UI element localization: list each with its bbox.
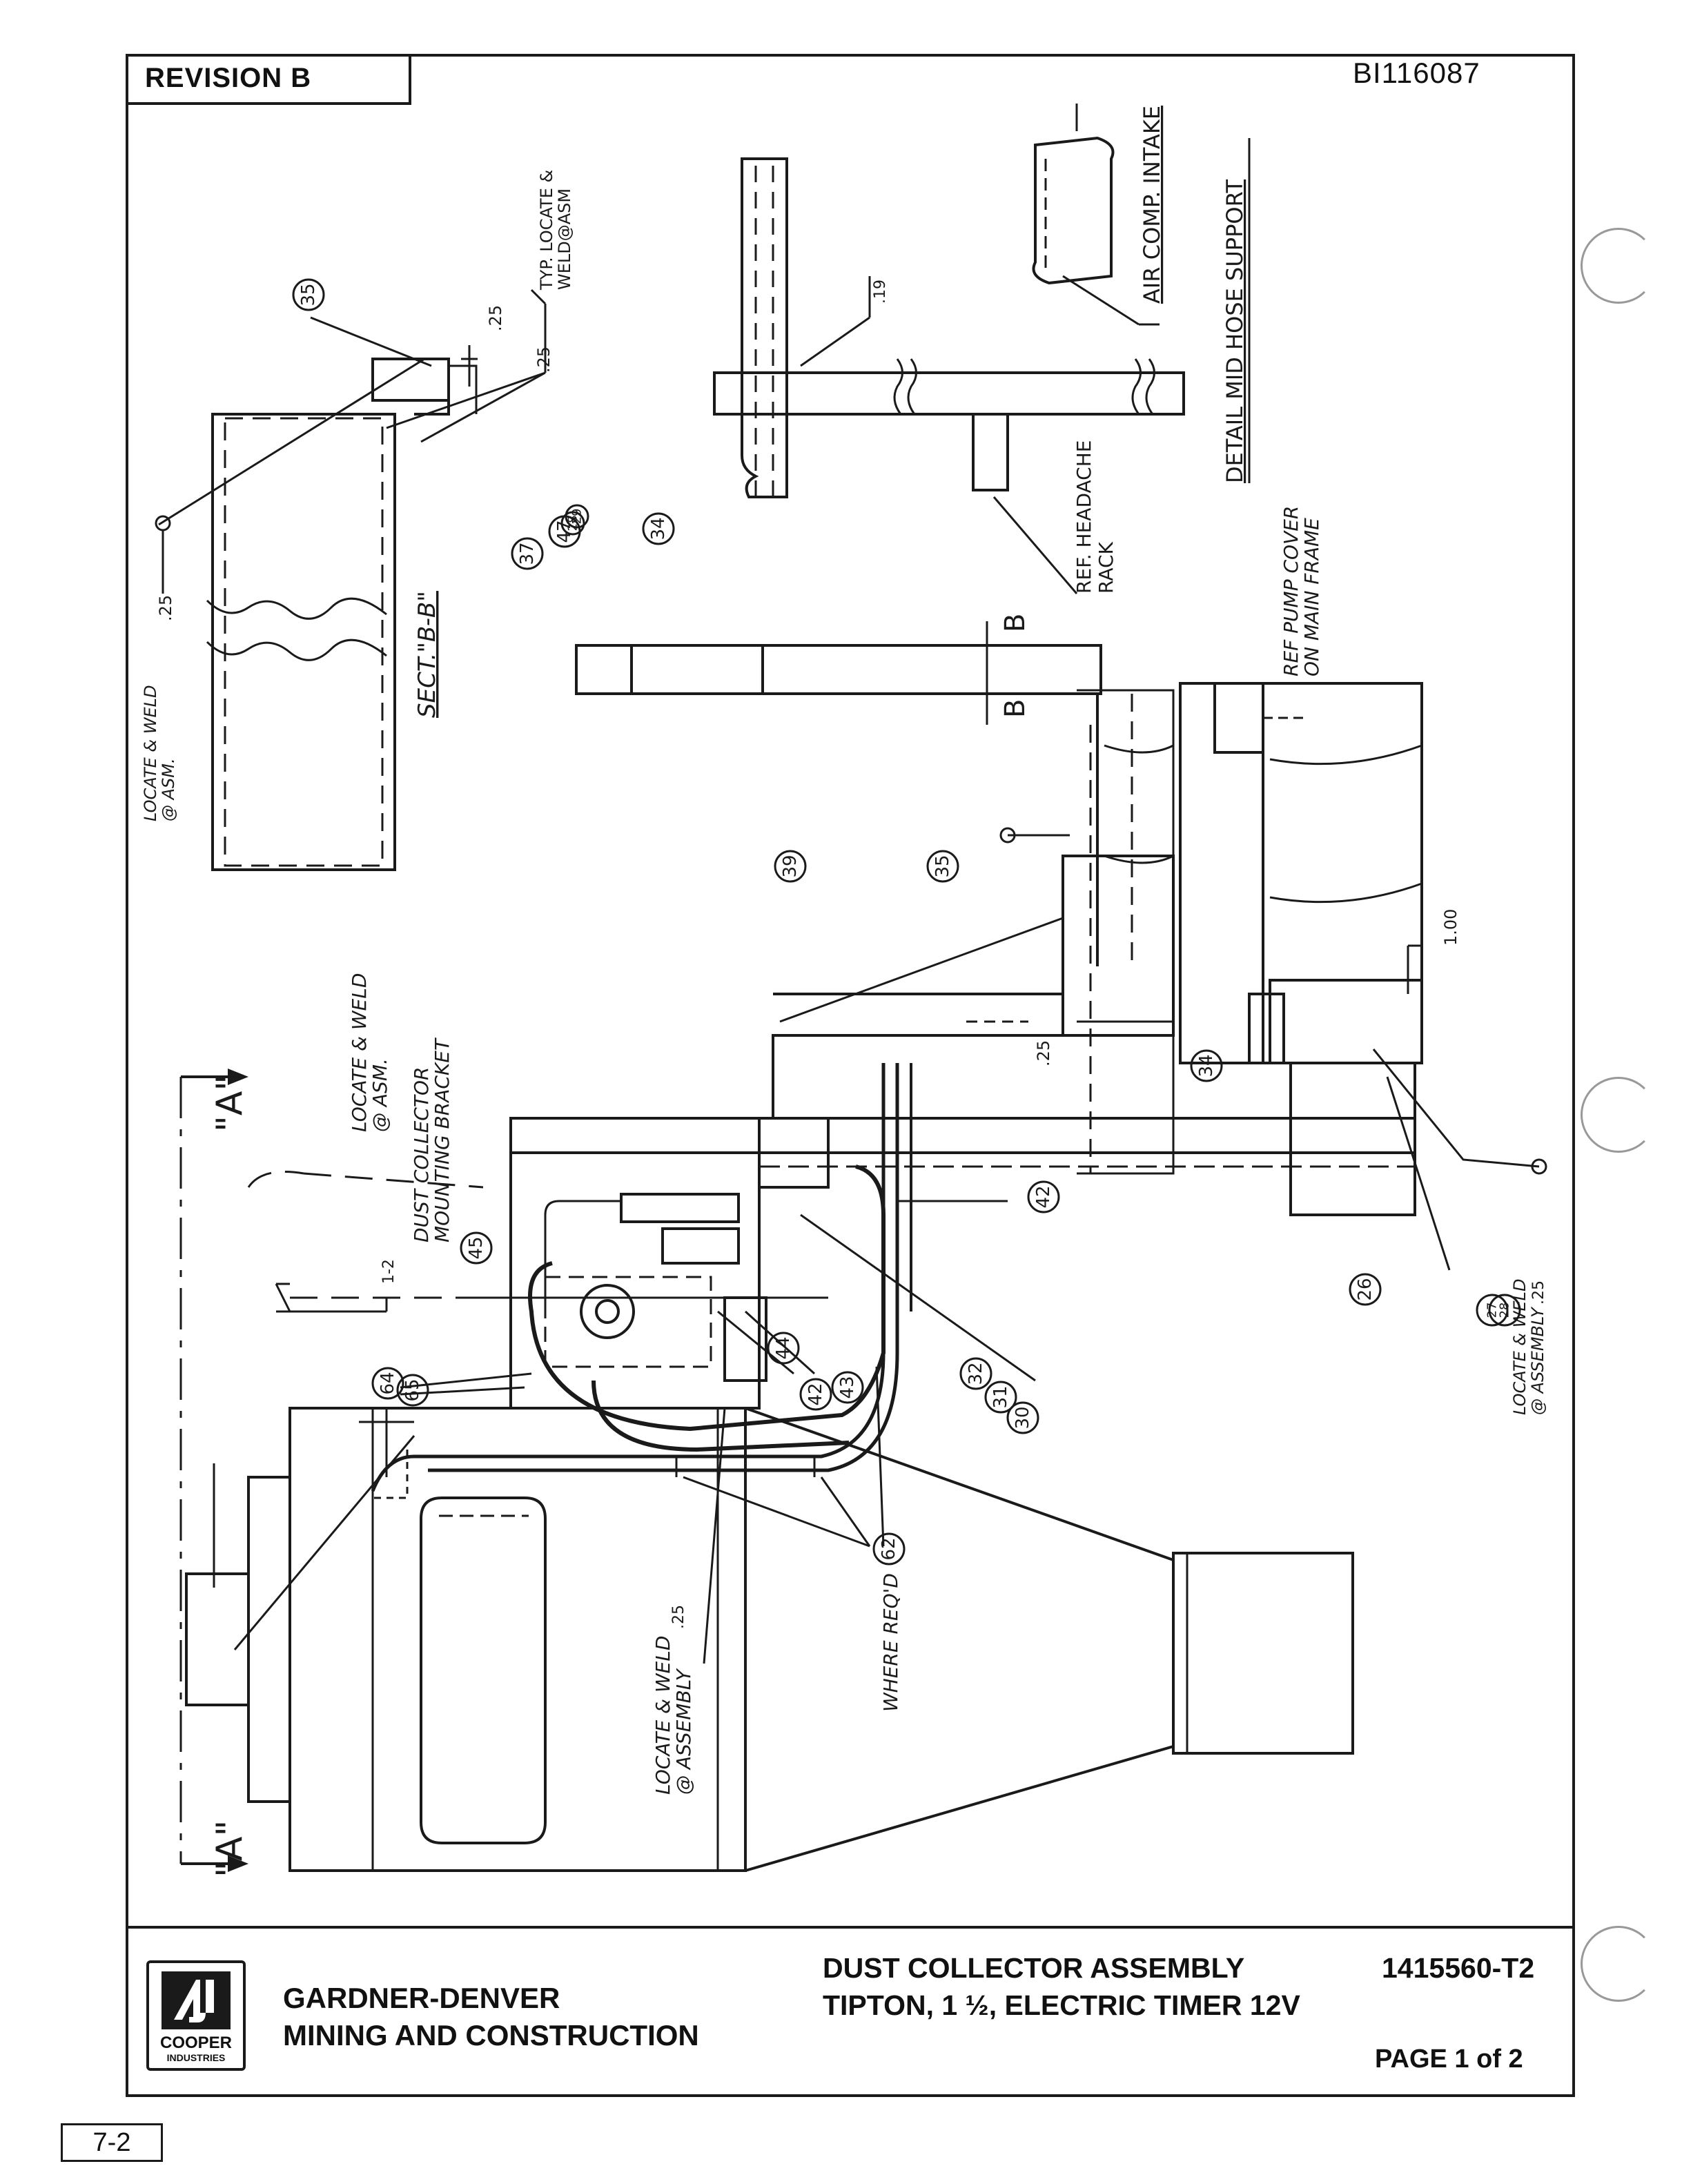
balloon-text: 28 bbox=[1498, 1303, 1512, 1318]
balloon-text: 65 bbox=[402, 1378, 423, 1401]
locate-weld-assembly-label-3: LOCATE & WELD bbox=[652, 1636, 674, 1795]
ref-headache-label-2: RACK bbox=[1095, 541, 1117, 594]
balloon-text: 42 bbox=[805, 1383, 826, 1405]
section-b-b-view bbox=[155, 289, 547, 871]
locate-weld-assembly-label-4: @ ASSEMBLY bbox=[672, 1668, 695, 1795]
balloon-text: 31 bbox=[990, 1385, 1011, 1408]
balloon-text: 32 bbox=[966, 1362, 986, 1385]
balloon-numbers: 35 37 47 28 29 34 39 35 42 44 45 42 43 3… bbox=[298, 283, 1512, 1560]
cooper-logo-icon bbox=[162, 1971, 231, 2029]
ref-pump-label-2: ON MAIN FRAME bbox=[1300, 518, 1323, 676]
typ-locate-label-2: WELD@ASM bbox=[555, 188, 574, 290]
balloon-text: 62 bbox=[879, 1537, 899, 1560]
balloon-text: 30 bbox=[1013, 1406, 1033, 1429]
dimension-25a: .25 bbox=[534, 347, 554, 373]
sect-bb-label: SECT."B-B" bbox=[413, 591, 441, 718]
company-line-2: MINING AND CONSTRUCTION bbox=[283, 2019, 699, 2051]
balloon-text: 27 bbox=[1485, 1303, 1500, 1318]
dust-bracket-label-2: MOUNTING BRACKET bbox=[431, 1037, 453, 1242]
where-reqd-label: WHERE REQ'D bbox=[879, 1573, 902, 1712]
revision-box: REVISION B bbox=[126, 54, 411, 105]
balloon-text: 29 bbox=[570, 509, 585, 525]
dimension-25b: .25 bbox=[486, 305, 505, 331]
balloon-text: 43 bbox=[837, 1376, 858, 1398]
dimension-25e: .25 bbox=[1530, 1280, 1547, 1305]
locate-weld-assembly-label-2: @ ASSEMBLY bbox=[1528, 1306, 1547, 1415]
locate-weld-asm-label-4: @ ASM. bbox=[369, 1058, 391, 1132]
section-a-bottom-label: "A" bbox=[209, 1820, 251, 1878]
balloon-text: 37 bbox=[517, 542, 538, 565]
section-a-cutting-plane bbox=[179, 1069, 248, 1872]
section-b-label-1: B bbox=[999, 614, 1031, 632]
callout-balloons bbox=[292, 278, 1521, 1566]
binder-hole-bottom bbox=[1581, 1926, 1656, 2002]
balloon-text: 42 bbox=[1033, 1185, 1054, 1208]
dimension-19: .19 bbox=[872, 280, 889, 304]
ref-pump-label-1: REF PUMP COVER bbox=[1280, 506, 1302, 676]
locate-weld-asm-label-3: LOCATE & WELD bbox=[348, 973, 371, 1132]
balloon-text: 26 bbox=[1355, 1278, 1376, 1300]
typ-locate-label-1: TYP. LOCATE & bbox=[537, 170, 556, 291]
assembly-line-1: DUST COLLECTOR ASSEMBLY bbox=[823, 1952, 1245, 1984]
page-badge: 7-2 bbox=[61, 2123, 163, 2162]
locate-weld-asm-label-2: @ ASM. bbox=[159, 758, 178, 821]
balloon-text: 64 bbox=[378, 1372, 398, 1394]
ref-headache-label-1: REF. HEADACHE bbox=[1073, 440, 1095, 594]
section-b-label-2: B bbox=[999, 699, 1031, 718]
binder-hole-middle bbox=[1581, 1077, 1656, 1153]
dust-bracket-label-1: DUST COLLECTOR bbox=[410, 1067, 433, 1242]
dimension-1-00: 1.00 bbox=[1441, 909, 1460, 946]
balloon-text: 28 bbox=[566, 516, 580, 532]
dimension-1-2: 1-2 bbox=[380, 1259, 398, 1284]
balloon-text: 35 bbox=[932, 855, 953, 877]
timer-mounting-bracket bbox=[483, 1062, 1416, 1452]
air-comp-label: AIR COMP. INTAKE bbox=[1139, 106, 1165, 304]
balloon-text: 35 bbox=[298, 283, 319, 306]
drawing-frame bbox=[126, 54, 1575, 2097]
annotation-labels: DETAIL MID HOSE SUPPORT AIR COMP. INTAKE… bbox=[141, 106, 1547, 1878]
assembly-title: DUST COLLECTOR ASSEMBLY TIPTON, 1 ½, ELE… bbox=[823, 1949, 1300, 2024]
balloon-text: 39 bbox=[780, 855, 801, 877]
hose-runs bbox=[247, 1049, 1547, 1664]
detail-title-label: DETAIL MID HOSE SUPPORT bbox=[1222, 179, 1248, 483]
dimension-25f: .25 bbox=[670, 1605, 687, 1629]
balloon-text: 44 bbox=[773, 1336, 794, 1359]
part-number: 1415560-T2 bbox=[1382, 1952, 1535, 1984]
balloon-text: 34 bbox=[1196, 1054, 1217, 1077]
page-indicator: PAGE 1 of 2 bbox=[1375, 2045, 1523, 2074]
balloon-text: 45 bbox=[466, 1236, 487, 1259]
binder-hole-top bbox=[1581, 228, 1656, 304]
locate-weld-asm-label-1: LOCATE & WELD bbox=[141, 685, 160, 822]
company-line-1: GARDNER-DENVER bbox=[283, 1982, 560, 2014]
cooper-industries-logo: COOPER INDUSTRIES bbox=[146, 1960, 246, 2071]
dust-collector-body bbox=[185, 1407, 1354, 1872]
document-id: BI116087 bbox=[1353, 57, 1480, 89]
logo-line-1: COOPER bbox=[159, 2034, 232, 2052]
detail-mid-hose-support bbox=[713, 104, 1251, 594]
assembly-line-2: TIPTON, 1 ½, ELECTRIC TIMER 12V bbox=[823, 1989, 1300, 2021]
section-a-top-label: "A" bbox=[209, 1075, 251, 1132]
balloon-text: 34 bbox=[648, 517, 669, 540]
dimension-25c: .25 bbox=[156, 595, 175, 621]
logo-line-2: INDUSTRIES bbox=[166, 2052, 226, 2063]
balloon-text: 47 bbox=[554, 520, 575, 543]
locate-weld-assembly-label-1: LOCATE & WELD bbox=[1510, 1279, 1529, 1416]
company-name: GARDNER-DENVER MINING AND CONSTRUCTION bbox=[283, 1980, 699, 2054]
dimension-25d: .25 bbox=[1034, 1040, 1053, 1066]
title-block: COOPER INDUSTRIES GARDNER-DENVER MINING … bbox=[126, 1926, 1575, 2097]
